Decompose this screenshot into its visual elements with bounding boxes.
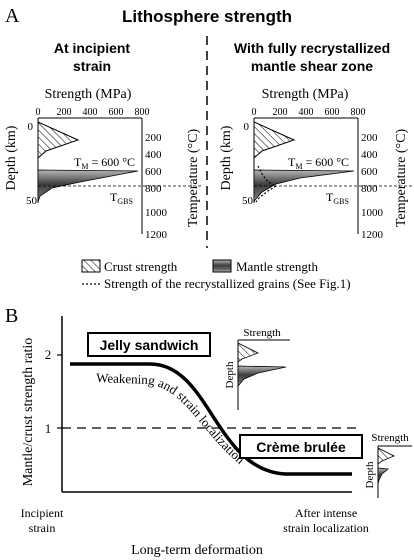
right-tm-label: TM = 600 °C [288, 155, 349, 171]
inset-jelly-mantle [237, 365, 287, 388]
right-crust-strength [253, 121, 296, 160]
right-strength-tick-0: 0 [252, 107, 257, 118]
panel-b-x-label: Long-term deformation [131, 543, 263, 558]
right-temp-tick-1000: 1000 [361, 207, 384, 219]
right-depth-tick-50: 50 [242, 195, 254, 207]
jelly-sandwich-inset: Strength Depth [224, 327, 290, 410]
left-strength-label: Strength (MPa) [45, 87, 132, 102]
left-temp-tick-1200: 1200 [145, 229, 168, 241]
left-depth-tick-0: 0 [28, 121, 34, 133]
left-crust-strength [37, 121, 80, 160]
right-temp-tick-200: 200 [361, 132, 378, 144]
panel-b-y-label: Mantle/crust strength ratio [21, 338, 36, 487]
x-start-label-line-2: strain [29, 521, 56, 535]
left-temp-tick-200: 200 [145, 132, 162, 144]
left-heading-line-1: At incipient [54, 40, 131, 56]
inset-creme-depth-label: Depth [364, 461, 376, 488]
right-strength-tick-600: 600 [325, 107, 340, 118]
right-depth-label: Depth (km) [219, 125, 234, 190]
left-strength-tick-0: 0 [36, 107, 41, 118]
left-heading-line-2: strain [73, 58, 111, 74]
left-strength-tick-400: 400 [83, 107, 98, 118]
right-strength-tick-800: 800 [351, 107, 366, 118]
inset-jelly-depth-label: Depth [224, 361, 236, 388]
inset-creme-mantle [377, 467, 389, 485]
right-recrystallized-grains-strength [255, 165, 278, 203]
right-temp-tick-400: 400 [361, 149, 378, 161]
inset-creme-crust [377, 447, 395, 465]
right-temperature-label: Temperature (°C) [394, 129, 409, 228]
left-temp-tick-600: 600 [145, 166, 162, 178]
right-mantle-strength [253, 169, 355, 203]
left-strength-tick-200: 200 [57, 107, 72, 118]
legend-mantle-label: Mantle strength [236, 259, 318, 274]
inset-creme-strength-label: Strength [371, 432, 409, 444]
jelly-sandwich-box [87, 332, 211, 357]
left-tgbs-label: TGBS [110, 190, 133, 206]
left-tm-label: TM = 600 °C [74, 155, 135, 171]
left-temperature-label: Temperature (°C) [186, 129, 201, 228]
legend-grains-label: Strength of the recrystallized grains (S… [104, 276, 351, 291]
right-tgbs-label: TGBS [326, 190, 349, 206]
y-tick-2: 2 [45, 347, 52, 362]
legend-crust-label: Crust strength [104, 259, 178, 274]
legend: Crust strength Mantle strength Strength … [81, 259, 351, 291]
y-tick-1: 1 [45, 421, 52, 436]
right-heading-line-1: With fully recrystallized [234, 40, 390, 56]
right-strength-profile: Strength (MPa) 0 200 400 600 800 Depth (… [219, 87, 414, 241]
x-start-label-line-1: Incipient [21, 506, 64, 520]
inset-jelly-strength-label: Strength [243, 327, 281, 339]
panel-a-title: Lithosphere strength [122, 7, 292, 26]
right-strength-tick-200: 200 [273, 107, 288, 118]
x-end-label-line-2: strain localization [283, 521, 369, 535]
right-temp-tick-800: 800 [361, 183, 378, 195]
legend-crust-swatch [81, 259, 101, 273]
creme-brulee-box [239, 434, 363, 459]
left-strength-tick-600: 600 [109, 107, 124, 118]
left-depth-label: Depth (km) [4, 125, 19, 190]
right-depth-tick-0: 0 [244, 121, 250, 133]
strength-ratio-curve [70, 362, 352, 476]
inset-jelly-crust [237, 342, 259, 363]
left-mantle-strength [37, 169, 139, 203]
left-temp-tick-1000: 1000 [145, 207, 168, 219]
left-depth-tick-50: 50 [26, 195, 38, 207]
legend-mantle-swatch [212, 259, 232, 273]
right-heading-line-2: mantle shear zone [251, 58, 373, 74]
jelly-sandwich-label: Jelly sandwich [100, 337, 199, 353]
right-strength-tick-400: 400 [299, 107, 314, 118]
left-strength-tick-800: 800 [135, 107, 150, 118]
right-strength-label: Strength (MPa) [262, 87, 349, 102]
panel-b-letter: B [5, 305, 18, 327]
x-end-label-line-1: After intense [295, 506, 357, 520]
left-temp-tick-800: 800 [145, 183, 162, 195]
left-strength-profile: Strength (MPa) 0 200 400 600 800 Depth (… [4, 87, 202, 241]
panel-a-letter: A [5, 5, 20, 27]
right-temp-tick-1200: 1200 [361, 229, 384, 241]
creme-brulee-inset: Strength Depth [364, 432, 412, 498]
left-temp-tick-400: 400 [145, 149, 162, 161]
right-temp-tick-600: 600 [361, 166, 378, 178]
creme-brulee-label: Crème brulée [256, 439, 346, 455]
